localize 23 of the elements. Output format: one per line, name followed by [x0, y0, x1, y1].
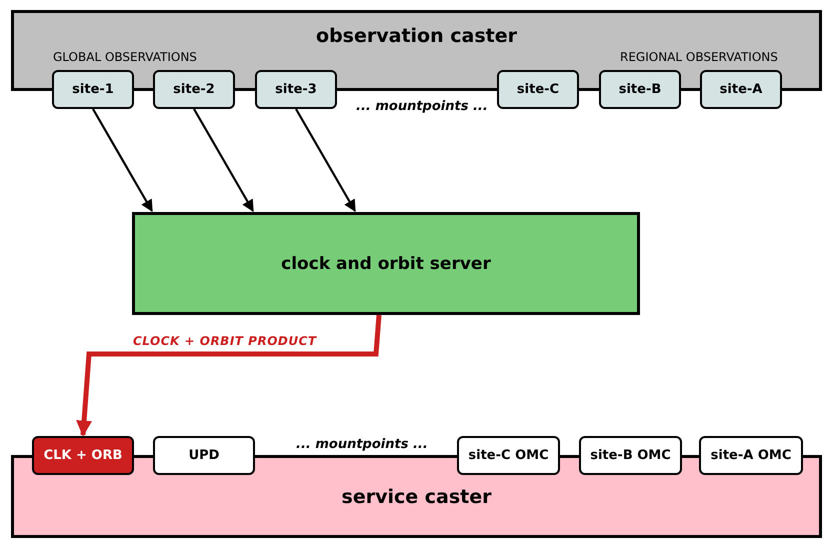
mountpoints-note: ... mountpoints ...	[296, 437, 428, 452]
mountpoint-box: site-B OMC	[579, 436, 682, 475]
arrow	[92, 108, 153, 212]
mountpoint-box: site-C OMC	[457, 436, 560, 475]
arrow	[76, 314, 382, 437]
arrow	[295, 108, 356, 212]
mountpoint-box: site-A OMC	[699, 436, 803, 475]
mountpoints-note: ... mountpoints ...	[356, 99, 488, 114]
mountpoint-box: site-3	[255, 70, 337, 109]
mountpoint-box: site-A	[700, 70, 782, 109]
mountpoint-box: UPD	[153, 436, 255, 475]
caption-text: GLOBAL OBSERVATIONS	[53, 50, 197, 64]
mountpoint-box: site-C	[497, 70, 579, 109]
mountpoint-box: site-B	[599, 70, 681, 109]
server-box: clock and orbit server	[132, 212, 640, 315]
caption-text: REGIONAL OBSERVATIONS	[620, 50, 778, 64]
edge-label: CLOCK + ORBIT PRODUCT	[133, 334, 317, 348]
caster-title: observation caster	[316, 25, 517, 47]
mountpoint-box: CLK + ORB	[32, 436, 134, 475]
mountpoint-box: site-2	[153, 70, 235, 109]
mountpoint-box: site-1	[52, 70, 134, 109]
arrow	[193, 108, 254, 212]
caster-title: service caster	[342, 486, 492, 508]
